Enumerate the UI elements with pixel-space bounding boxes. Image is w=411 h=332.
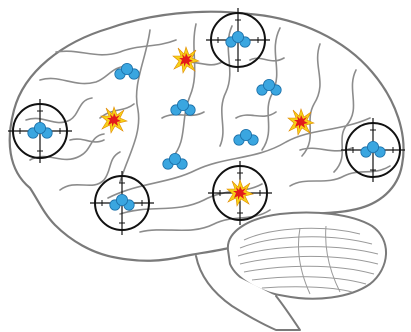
brain-outline: [10, 12, 404, 330]
